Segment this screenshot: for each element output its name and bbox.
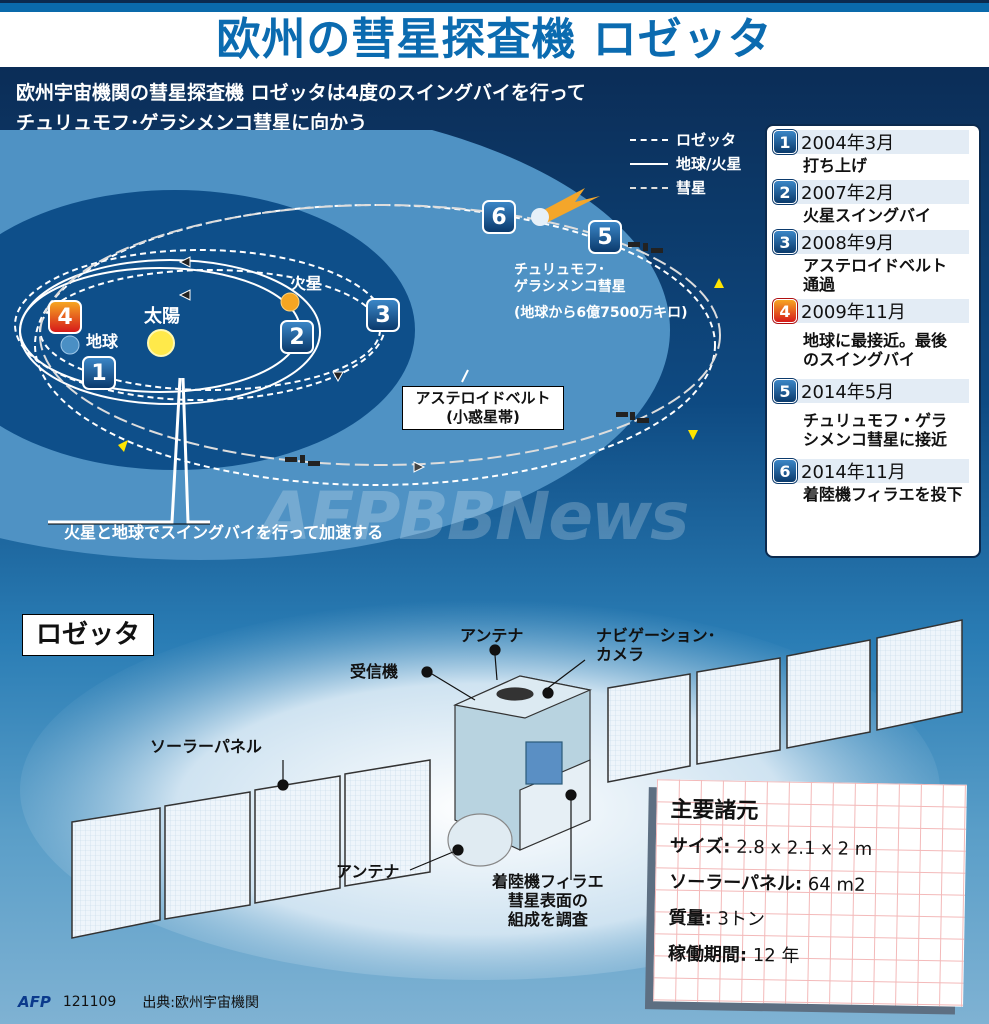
spec-row-lifetime: 稼働期間: 12 年	[667, 943, 800, 967]
badge-5: 5	[773, 379, 797, 403]
top-bar	[0, 0, 989, 12]
specs-card: 主要諸元 サイズ: 2.8 x 2.1 x 2 m ソーラーパネル: 64 m2…	[653, 779, 967, 1007]
mars-icon	[280, 292, 300, 312]
orbit-diagram	[0, 130, 724, 560]
footer-source: 出典:欧州宇宙機関	[142, 995, 260, 1011]
legend-rosetta: ロゼッタ	[630, 128, 741, 152]
solid-line-icon	[630, 163, 668, 165]
antenna-bottom-label: アンテナ	[336, 862, 400, 881]
marker-5: 5	[588, 220, 622, 254]
comet-name-label: チュリュモフ･ ゲラシメンコ彗星	[514, 262, 626, 295]
receiver-label: 受信機	[350, 662, 399, 681]
dashed-line-icon	[630, 139, 668, 141]
badge-4: 4	[773, 299, 797, 323]
marker-6: 6	[482, 200, 516, 234]
solar-panel-label: ソーラーパネル	[150, 737, 262, 756]
label-pointers	[277, 644, 586, 880]
earth-label: 地球	[86, 332, 119, 351]
spec-row-solar: ソーラーパネル: 64 m2	[668, 871, 866, 896]
subtitle: 欧州宇宙機関の彗星探査機 ロゼッタは4度のスイングバイを行って チュリュモフ･ゲ…	[16, 78, 586, 138]
badge-6: 6	[773, 459, 797, 483]
legend: ロゼッタ 地球/火星 彗星	[630, 128, 741, 200]
legend-comet: 彗星	[630, 176, 741, 200]
marker-2: 2	[280, 320, 314, 354]
nav-camera-label: ナビゲーション･ カメラ	[596, 626, 716, 664]
spacecraft-body	[447, 675, 593, 867]
badge-3: 3	[773, 230, 797, 254]
marker-4: 4	[48, 300, 82, 334]
watermark: AFPBBNews	[260, 478, 689, 555]
legend-earth-mars: 地球/火星	[630, 152, 741, 176]
comet-distance-label: (地球から6億7500万キロ)	[514, 305, 688, 321]
spec-row-size: サイズ: 2.8 x 2.1 x 2 m	[669, 835, 873, 861]
subtitle-line-2: チュリュモフ･ゲラシメンコ彗星に向かう	[16, 112, 368, 134]
solar-panel-left	[71, 759, 431, 939]
subtitle-line-1: 欧州宇宙機関の彗星探査機 ロゼッタは4度のスイングバイを行って	[16, 82, 586, 104]
comet-tail	[540, 188, 600, 222]
badge-1: 1	[773, 130, 797, 154]
sun-label: 太陽	[144, 306, 180, 327]
swingby-label: 火星と地球でスイングバイを行って加速する	[64, 523, 384, 542]
marker-1: 1	[82, 356, 116, 390]
lander-label: 着陸機フィラエ 彗星表面の 組成を調査	[492, 872, 604, 929]
afp-logo: AFP	[18, 993, 51, 1011]
spec-row-mass: 質量: 3トン	[668, 907, 766, 931]
spacecraft-icon	[285, 242, 663, 466]
earth-icon	[60, 335, 80, 355]
comet-icon	[531, 208, 549, 226]
footer-code: 121109	[62, 994, 117, 1010]
sun-icon	[147, 329, 175, 357]
footer: AFP 121109 出典:欧州宇宙機関	[18, 992, 259, 1012]
page-title: 欧州の彗星探査機 ロゼッタ	[216, 14, 773, 65]
asteroid-belt-callout: アステロイドベルト (小惑星帯)	[402, 386, 564, 430]
mars-label: 火星	[290, 274, 323, 293]
marker-3: 3	[366, 298, 400, 332]
antenna-top-label: アンテナ	[460, 626, 524, 645]
badge-2: 2	[773, 180, 797, 204]
specs-heading: 主要諸元	[670, 797, 759, 825]
solar-panel-right	[607, 619, 963, 783]
long-dash-line-icon	[630, 187, 668, 189]
spacecraft-heading: ロゼッタ	[22, 614, 154, 656]
